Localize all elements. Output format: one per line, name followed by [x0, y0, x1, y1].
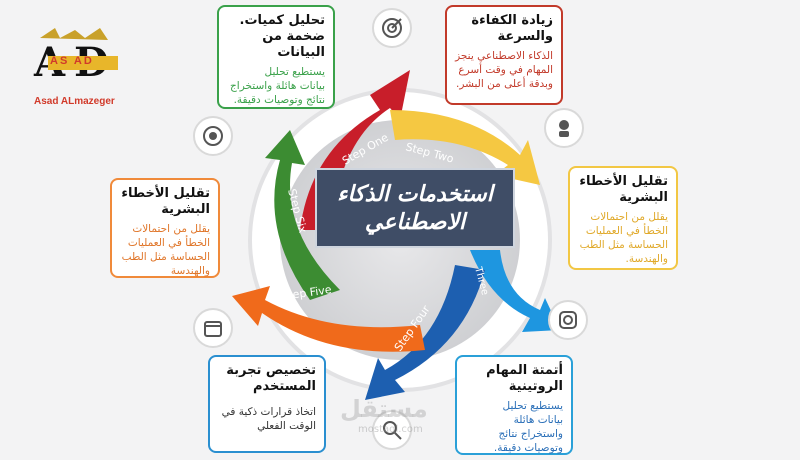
- card-text-line: يستطيع تحليل: [264, 66, 325, 78]
- card-text: الذكاء الاصطناعي ينجز المهام في وقت أسرع…: [455, 49, 553, 91]
- center-title: استخدمات الذكاء الاصطناعي: [315, 168, 515, 248]
- card-text: يستطيع تحليل بيانات هائلة واستخراج نتائج…: [465, 399, 563, 455]
- card-text-line: الحساسة مثل الطب: [121, 251, 210, 263]
- card-title-2: والسرعة: [497, 29, 554, 44]
- card-title-2: الروتينية: [508, 379, 563, 394]
- card-text-line: يستطيع تحليل: [502, 400, 563, 412]
- card-text-line: المهام في وقت أسرع: [458, 64, 553, 76]
- card-title-1: أتمتة المهام: [486, 363, 563, 378]
- card-title-2: البشرية: [161, 202, 210, 217]
- center-title-line1: استخدمات الذكاء: [337, 181, 493, 207]
- card-title-2: المستخدم: [253, 379, 316, 394]
- card-analyze-data: تحليل كميات. ضخمة من البيانات يستطيع تحل…: [217, 5, 335, 109]
- target-icon: [372, 8, 412, 48]
- arrow-step-five: [232, 286, 425, 352]
- logo-emblem: A D: [33, 28, 118, 86]
- card-text-line: الخطأ في العمليات: [585, 225, 668, 237]
- card-text-line: نتائج وتوصيات دقيقة.: [233, 94, 325, 106]
- arrow-step-two: [390, 110, 540, 185]
- card-efficiency: زيادة الكفاءة والسرعة الذكاء الاصطناعي ي…: [445, 5, 563, 105]
- card-text-line: والهندسة.: [625, 253, 668, 265]
- card-text: يستطيع تحليل بيانات هائلة واستخراج نتائج…: [227, 65, 325, 107]
- card-title-2: البشرية: [619, 190, 668, 205]
- card-text-line: والهندسة: [170, 265, 210, 277]
- card-text-line: وبدقة أعلى من البشر.: [456, 78, 553, 90]
- arrow-step-three: [470, 250, 560, 332]
- card-text-line: اتخاذ قرارات ذكية في: [221, 406, 316, 418]
- card-title-1: تخصيص تجربة: [226, 363, 316, 378]
- record-icon: [193, 116, 233, 156]
- card-reduce-errors-right: تقليل الأخطاء البشرية يقلل من احتمالات ا…: [568, 166, 678, 270]
- logo-letters: AS AD: [50, 55, 94, 67]
- card-text-line: الذكاء الاصطناعي ينجز: [455, 50, 553, 62]
- logo-caption: Asad ALmazeger: [34, 96, 115, 107]
- card-title-1: زيادة الكفاءة: [471, 13, 553, 28]
- card-title-1: تقليل الأخطاء: [121, 186, 210, 201]
- card-text: يقلل من احتمالات الخطأ في العمليات الحسا…: [120, 222, 210, 278]
- card-text-line: بيانات هائلة: [513, 414, 563, 426]
- center-title-line2: الاصطناعي: [364, 209, 466, 235]
- card-automation: أتمتة المهام الروتينية يستطيع تحليل بيان…: [455, 355, 573, 455]
- card-text: اتخاذ قرارات ذكية في الوقت الفعلي: [218, 405, 316, 433]
- card-text-line: واستخراج نتائج: [498, 428, 563, 440]
- arrow-step-six: [265, 130, 340, 300]
- card-text-line: الحساسة مثل الطب: [579, 239, 668, 251]
- card-text-line: الخطأ في العمليات: [127, 237, 210, 249]
- calendar-icon: [193, 308, 233, 348]
- card-title-2: ضخمة من البيانات: [262, 29, 325, 60]
- card-title-1: تقليل الأخطاء: [579, 174, 668, 189]
- card-title-1: تحليل كميات.: [239, 13, 325, 28]
- card-user-experience: تخصيص تجربة المستخدم اتخاذ قرارات ذكية ف…: [208, 355, 326, 453]
- lightbulb-person-icon: [544, 108, 584, 148]
- card-reduce-errors-left: تقليل الأخطاء البشرية يقلل من احتمالات ا…: [110, 178, 220, 278]
- instagram-icon: [548, 300, 588, 340]
- card-text-line: بيانات هائلة واستخراج: [230, 80, 325, 92]
- card-text-line: الوقت الفعلي: [257, 420, 316, 432]
- arrow-step-four: [365, 265, 485, 400]
- search-icon: [372, 410, 412, 450]
- card-text-line: وتوصيات دقيقة.: [493, 442, 563, 454]
- card-text-line: يقلل من احتمالات: [132, 223, 210, 235]
- watermark: مستقل: [340, 395, 428, 423]
- watermark-url: mostaql.com: [358, 424, 423, 435]
- card-text: يقلل من احتمالات الخطأ في العمليات الحسا…: [578, 210, 668, 266]
- card-text-line: يقلل من احتمالات: [590, 211, 668, 223]
